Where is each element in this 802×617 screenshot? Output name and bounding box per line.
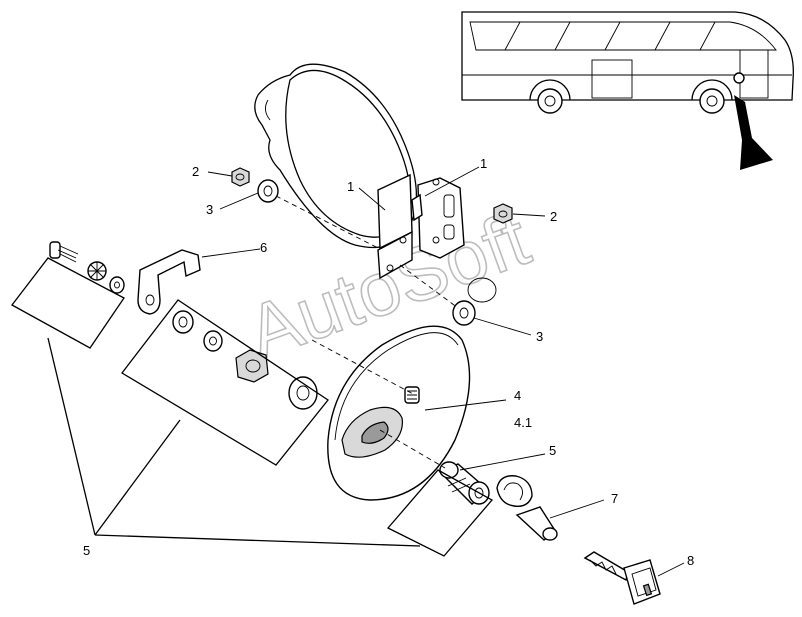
washer-a: [172, 310, 194, 334]
callout-2-left: 2: [192, 164, 199, 179]
nut-left: [231, 167, 250, 187]
screw-small: [49, 241, 79, 263]
pin-spring: [404, 386, 420, 404]
lock-cylinder: [438, 461, 490, 505]
washer-small: [109, 276, 125, 294]
washer-large: [288, 376, 318, 410]
callout-3-right: 3: [536, 329, 543, 344]
bus-rear-wheel-icon: [699, 88, 725, 114]
bus-illustration: [461, 11, 794, 170]
callout-6: 6: [260, 240, 267, 255]
washer-b: [203, 330, 223, 352]
group-bracket-bottom: [386, 469, 494, 557]
hex-nut-large: [235, 349, 269, 383]
callout-5-top: 5: [549, 443, 556, 458]
callout-2-right: 2: [550, 209, 557, 224]
fuel-filler-location-icon: [733, 72, 745, 84]
washer-seat-ring: [467, 277, 497, 303]
callout-4: 4: [514, 388, 521, 403]
callout-1-right: 1: [480, 156, 487, 171]
hinge-bracket: [377, 173, 465, 280]
group-bracket-top-left: [11, 257, 125, 349]
location-arrow-icon: [734, 95, 773, 170]
bus-front-wheel-icon: [537, 88, 563, 114]
callout-leaders: [201, 166, 685, 577]
dust-cap: [515, 506, 558, 541]
filler-cap-disk: [327, 325, 471, 501]
bracket-6: [137, 249, 201, 315]
callout-8: 8: [687, 553, 694, 568]
callout-4-1: 4.1: [514, 415, 532, 430]
key-icon: [583, 551, 661, 605]
lock-washer-star: [87, 261, 107, 281]
washer-right: [452, 300, 476, 326]
spring-clip: [496, 475, 533, 507]
group-bracket-middle: [121, 299, 329, 466]
callout-1-left: 1: [347, 179, 354, 194]
assembly-axis-lines: [275, 195, 459, 469]
nut-right: [493, 203, 513, 224]
callout-7: 7: [611, 491, 618, 506]
group-leader-lines: [47, 337, 421, 547]
washer-left: [257, 179, 279, 203]
callout-5-bottom: 5: [83, 543, 90, 558]
callout-3-left: 3: [206, 202, 213, 217]
